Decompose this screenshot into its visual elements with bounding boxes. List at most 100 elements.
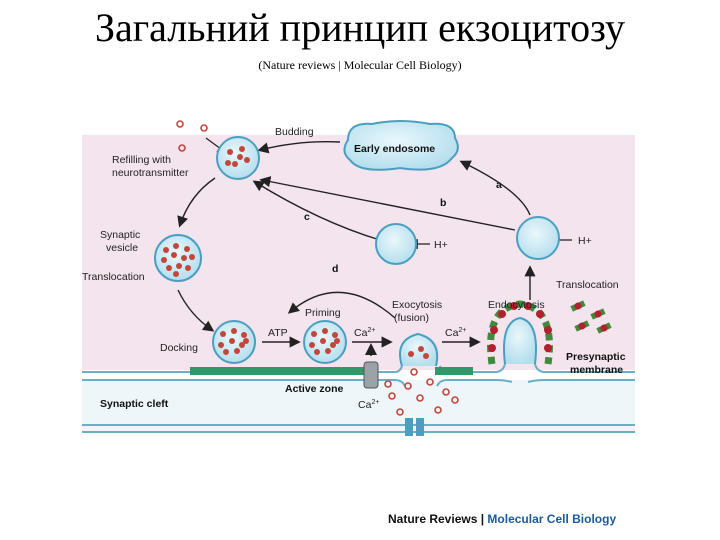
label-ca-2: Ca2+	[445, 327, 466, 339]
released-transmitter-dot	[434, 406, 442, 414]
label-exocytosis: Exocytosis	[392, 299, 442, 311]
label-path-d: d	[332, 263, 338, 275]
released-transmitter-dot	[416, 394, 424, 402]
active-zone-bar-right	[435, 367, 473, 375]
arrow-path-c	[252, 180, 381, 241]
label-presynaptic-membrane: Presynaptic	[566, 351, 626, 363]
released-transmitter-dot	[451, 396, 459, 404]
label-early-endosome: Early endosome	[354, 143, 435, 155]
footer-separator: |	[480, 512, 485, 526]
transmitter-dot	[173, 271, 179, 277]
arrow-path-d	[287, 291, 396, 319]
transmitter-dot	[243, 338, 249, 344]
transmitter-dot	[173, 243, 179, 249]
footer-journal: Molecular Cell Biology	[487, 512, 617, 526]
arrow-refill	[177, 177, 216, 228]
released-transmitter-dot	[388, 392, 396, 400]
transmitter-dot	[163, 247, 169, 253]
label-translocation-right: Translocation	[556, 279, 619, 291]
label-endocytosis: Endocytosis	[488, 299, 545, 311]
label-path-c: c	[304, 211, 310, 223]
transmitter-dot	[244, 157, 250, 163]
transmitter-dot	[232, 161, 238, 167]
transmitter-dot	[220, 331, 226, 337]
label-presynaptic-membrane-2: membrane	[570, 364, 623, 376]
released-transmitter-dot	[384, 380, 392, 388]
transmitter-dot	[418, 346, 424, 352]
transmitter-dot	[218, 342, 224, 348]
label-active-zone: Active zone	[285, 383, 344, 395]
early-endosome	[343, 120, 459, 171]
arrow-path-a	[459, 160, 531, 216]
arrow-budding	[257, 141, 341, 154]
free-clathrin-knob	[600, 324, 608, 332]
released-transmitter-dot	[200, 124, 208, 132]
transmitter-dot	[223, 349, 229, 355]
clathrin-knob	[510, 302, 518, 310]
label-refilling: Refilling with	[112, 154, 171, 166]
clathrin-knob	[488, 344, 496, 352]
label-h-plus-2: H+	[578, 235, 592, 247]
label-ca-1: Ca2+	[354, 327, 375, 339]
transmitter-dot	[408, 351, 414, 357]
page-subtitle: (Nature reviews | Molecular Cell Biology…	[258, 58, 462, 72]
label-budding: Budding	[275, 126, 314, 138]
clathrin-coat	[487, 300, 553, 365]
page-title: Загальний принцип екзоцитозу	[94, 5, 626, 50]
released-transmitter-dot	[396, 408, 404, 416]
released-transmitter-dot	[426, 378, 434, 386]
transmitter-dot	[309, 342, 315, 348]
arrow-translocation-left	[177, 289, 215, 332]
transmitter-dot	[166, 265, 172, 271]
released-transmitter-dot	[410, 368, 418, 376]
clathrin-knob	[536, 310, 544, 318]
clathrin-triskelions	[488, 300, 612, 352]
transmitter-dot	[185, 265, 191, 271]
label-synaptic-cleft: Synaptic cleft	[100, 398, 169, 410]
free-clathrin-knob	[594, 310, 602, 318]
label-priming: Priming	[305, 307, 341, 319]
clathrin-knob	[490, 326, 498, 334]
label-path-a: a	[496, 179, 502, 191]
label-path-b: b	[440, 197, 446, 209]
label-ca-3: Ca2+	[358, 399, 379, 411]
transmitter-dot	[176, 263, 182, 269]
transmitter-dot	[423, 353, 429, 359]
clathrin-knob	[544, 326, 552, 334]
transmitter-dot	[239, 146, 245, 152]
label-docking: Docking	[160, 342, 198, 354]
calcium-channel	[363, 361, 379, 389]
transmitter-dot	[189, 254, 195, 260]
transmitter-dot	[225, 160, 231, 166]
clathrin-knob	[544, 344, 552, 352]
transmitter-dot	[229, 338, 235, 344]
free-clathrin-knob	[574, 302, 582, 310]
footer-brand: Nature Reviews	[388, 512, 478, 526]
footer-credit: Nature Reviews | Molecular Cell Biology	[388, 512, 616, 526]
transmitter-dot	[227, 149, 233, 155]
free-clathrin-knob	[578, 322, 586, 330]
transmitter-dot	[314, 349, 320, 355]
clathrin-knob	[498, 310, 506, 318]
transmitter-dot	[330, 342, 336, 348]
clathrin-knob	[524, 302, 532, 310]
transmitter-dot	[181, 255, 187, 261]
endocytic-pit	[503, 316, 537, 365]
transmitter-dot	[332, 332, 338, 338]
transmitter-dot	[234, 348, 240, 354]
transmitter-dot	[334, 338, 340, 344]
label-exocytosis-2: (fusion)	[394, 312, 429, 324]
transmitter-dot	[311, 331, 317, 337]
transmitter-dot	[184, 246, 190, 252]
neurotransmitter-dots	[161, 120, 459, 416]
arrow-path-b	[259, 176, 516, 231]
released-transmitter-dot	[178, 144, 186, 152]
label-atp: ATP	[268, 327, 288, 339]
released-transmitter-dot	[404, 382, 412, 390]
vesicle-recycled-a	[516, 216, 560, 260]
released-transmitter-dot	[176, 120, 184, 128]
released-transmitter-dot	[442, 388, 450, 396]
vesicle-recycled-c	[375, 223, 417, 265]
transmitter-dot	[241, 332, 247, 338]
